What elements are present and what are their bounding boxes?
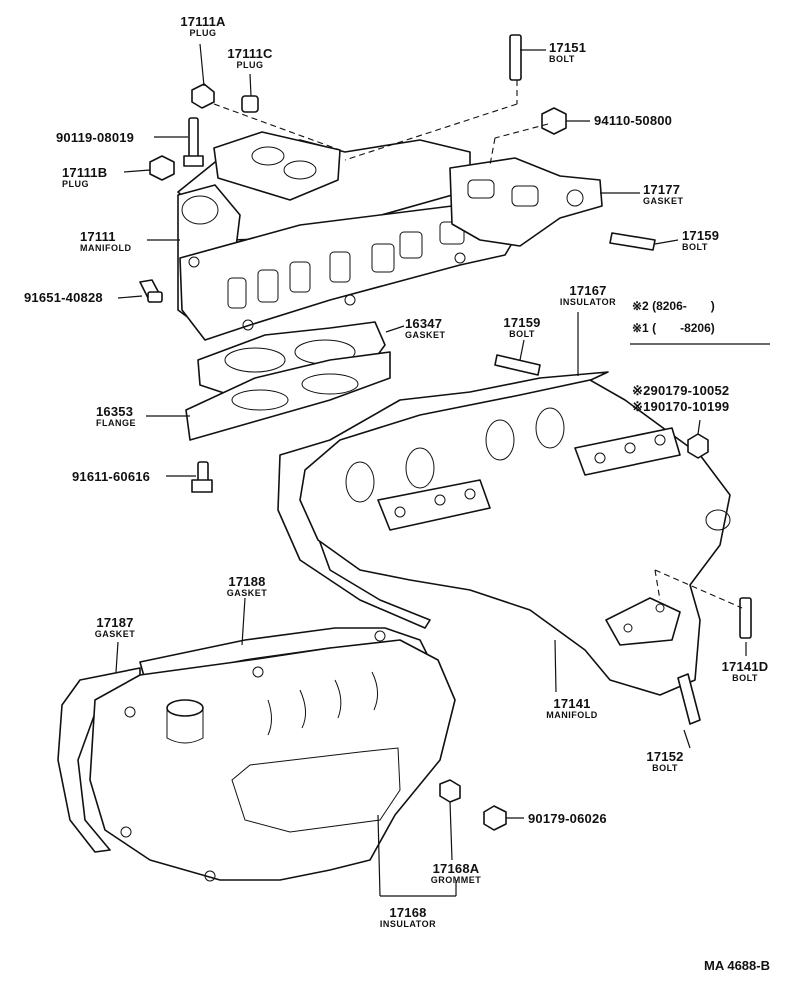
part-name: MANIFOLD: [80, 243, 132, 253]
label-17141: 17141 MANIFOLD: [546, 697, 598, 720]
part-number: 17187: [96, 615, 134, 630]
leader-lines: [115, 43, 770, 897]
label-17167: 17167 INSULATOR: [560, 284, 616, 307]
part-number: ※190170-10199: [632, 399, 730, 414]
part-number: 17159: [682, 228, 720, 243]
part-name: PLUG: [62, 179, 90, 189]
nut-94110-50800: [541, 107, 567, 135]
part-name: GROMMET: [430, 875, 482, 885]
label-17141D: 17141D BOLT: [722, 660, 769, 683]
grommet-17168A: [439, 779, 461, 803]
legend-line-1: ※2 (8206- ): [632, 297, 715, 314]
part-name: PLUG: [236, 60, 264, 70]
part-name: GASKET: [94, 629, 136, 639]
part-number: 90179-06026: [528, 811, 607, 826]
part-number: ※290179-10052: [632, 383, 730, 398]
part-name: BOLT: [549, 54, 575, 64]
part-number: 17151: [549, 40, 587, 55]
label-17111B: 17111B PLUG: [62, 166, 107, 189]
part-number: 16347: [405, 316, 443, 331]
legend-line-2: ※1 ( -8206): [632, 319, 715, 336]
part-name: GASKET: [405, 330, 446, 340]
part-number: 94110-50800: [594, 113, 673, 128]
legend-range: (8206- ): [652, 299, 715, 313]
part-number: 17159: [503, 315, 541, 330]
label-17111C: 17111C PLUG: [227, 47, 272, 70]
label-290179-10052: ※290179-10052: [632, 384, 729, 397]
part-name: BOLT: [652, 763, 678, 773]
label-17111: 17111 MANIFOLD: [80, 230, 132, 253]
legend-range: ( -8206): [652, 321, 715, 335]
part-name: GASKET: [643, 196, 684, 206]
label-17187: 17187 GASKET: [95, 616, 136, 639]
label-17188: 17188 GASKET: [227, 575, 268, 598]
part-number: 17111C: [227, 46, 273, 61]
part-name: BOLT: [682, 242, 708, 252]
label-16347: 16347 GASKET: [405, 317, 446, 340]
part-number: 17141D: [721, 659, 769, 674]
label-91651-40828: 91651-40828: [24, 291, 103, 304]
part-number: 17168A: [432, 861, 480, 876]
part-number: 17188: [228, 574, 266, 589]
part-number: 90119-08019: [56, 130, 135, 145]
plug-17111B: [149, 155, 175, 181]
label-17159-lower: 17159 BOLT: [503, 316, 540, 339]
catalog-code: MA 4688-B: [704, 958, 770, 973]
part-number: 91651-40828: [24, 290, 103, 305]
nut-90179-06026: [483, 805, 507, 831]
part-name: INSULATOR: [559, 297, 617, 307]
part-name: BOLT: [732, 673, 758, 683]
part-name: PLUG: [189, 28, 217, 38]
part-number: 17111: [80, 229, 116, 244]
label-90119-08019: 90119-08019: [56, 131, 134, 144]
bolt-17152: [677, 673, 701, 725]
label-17177: 17177 GASKET: [643, 183, 684, 206]
label-91611-60616: 91611-60616: [72, 470, 150, 483]
part-number: 91611-60616: [72, 469, 151, 484]
sensor-91651-40828: [139, 279, 163, 303]
legend-mark: ※1: [632, 321, 649, 335]
part-name: BOLT: [509, 329, 535, 339]
part-name: MANIFOLD: [546, 710, 598, 720]
insulator-17168: [89, 630, 456, 882]
part-number: 17168: [389, 905, 427, 920]
part-name: INSULATOR: [379, 919, 437, 929]
label-190170-10199: ※190170-10199: [632, 400, 729, 413]
part-name: GASKET: [226, 588, 268, 598]
gasket-17177: [449, 157, 603, 247]
nut-290179-10052: [687, 433, 709, 459]
legend-mark: ※2: [632, 299, 649, 313]
exhaust-manifold-17141: [299, 379, 731, 696]
label-17111A: 17111A PLUG: [180, 15, 225, 38]
part-number: 16353: [96, 404, 134, 419]
label-17152: 17152 BOLT: [646, 750, 683, 773]
part-number: 17152: [646, 749, 684, 764]
label-94110-50800: 94110-50800: [594, 114, 672, 127]
label-90179-06026: 90179-06026: [528, 812, 607, 825]
label-16353: 16353 FLANGE: [96, 405, 136, 428]
bolt-17159-upper: [609, 232, 656, 251]
bolt-90119-08019: [183, 117, 204, 167]
plug-17111C: [241, 95, 259, 113]
bolt-17151: [509, 34, 522, 81]
part-number: 17167: [569, 283, 607, 298]
bolt-91611-60616: [191, 461, 213, 493]
part-number: 17111A: [180, 14, 226, 29]
intake-manifold-17111: [177, 131, 521, 341]
part-number: 17177: [643, 182, 681, 197]
label-17168A: 17168A GROMMET: [431, 862, 482, 885]
part-number: 17141: [553, 696, 591, 711]
bolt-17159-lower: [494, 354, 541, 376]
label-17151: 17151 BOLT: [549, 41, 586, 64]
part-name: FLANGE: [96, 418, 136, 428]
dashed-assembly-lines: [213, 80, 743, 609]
label-17159-upper: 17159 BOLT: [682, 229, 719, 252]
label-17168: 17168 INSULATOR: [380, 906, 436, 929]
flange-16353: [185, 351, 391, 441]
plug-17111A: [191, 83, 215, 109]
bolt-17141D: [739, 597, 752, 639]
part-number: 17111B: [62, 165, 108, 180]
